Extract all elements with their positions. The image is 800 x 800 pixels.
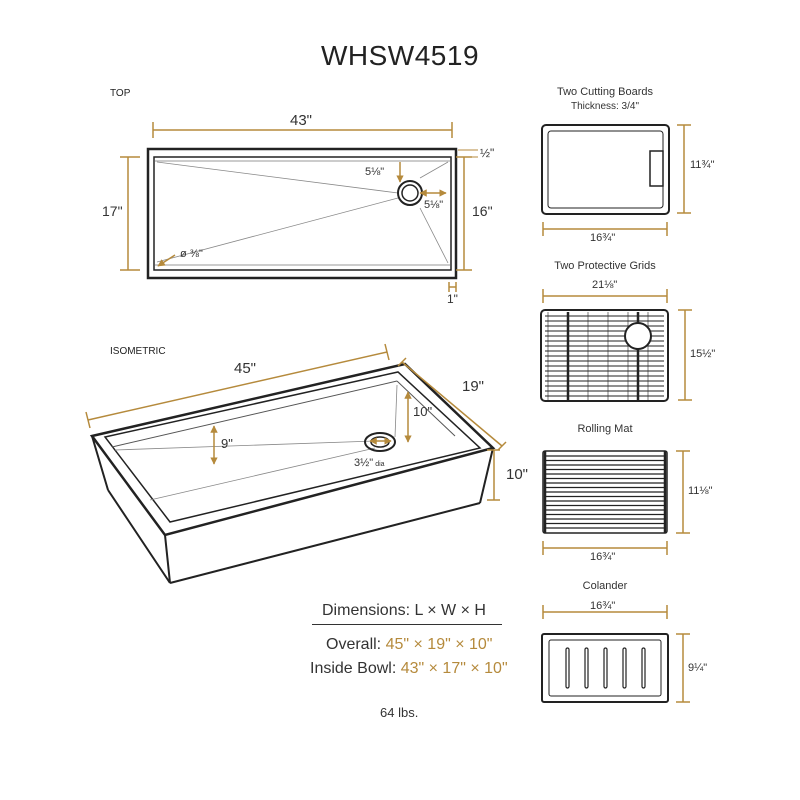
model-title: WHSW4519: [320, 40, 480, 71]
iso-drain: [364, 432, 396, 452]
top-drain-offset-h: 5⅛": [424, 199, 444, 211]
colander-width: 16¾": [590, 600, 616, 612]
top-drain-offset-v: 5⅛": [365, 166, 385, 178]
grids-height: 15½": [690, 348, 716, 360]
cutting-boards-height: 11¾": [690, 159, 715, 171]
iso-depth-back-label: 10": [413, 404, 433, 419]
cutting-board-handle-icon: [649, 150, 664, 187]
cutting-boards-subtitle: Thickness: 3/4": [570, 101, 640, 112]
iso-view-label: ISOMETRIC: [110, 346, 166, 357]
weight-label: 64 lbs.: [380, 705, 419, 720]
overall-row: Overall: 45" × 19" × 10": [326, 636, 492, 654]
colander-height: 9¼": [688, 662, 708, 674]
colander-drawing: [541, 605, 690, 703]
top-length-label: 43": [290, 112, 313, 129]
overall-label: Overall:: [326, 636, 382, 653]
summary-divider: [312, 624, 502, 625]
top-width-inner-label: 16": [472, 203, 493, 219]
dimensions-heading: Dimensions: L × W × H: [322, 602, 486, 619]
top-lip-label: ½": [480, 146, 495, 160]
iso-depth-front-label: 9": [221, 436, 233, 451]
top-view-drawing: [120, 122, 478, 292]
inside-value: 43" × 17" × 10": [400, 660, 508, 677]
cutting-board-drawing: [541, 124, 691, 236]
top-radius-label: ø ⅜": [180, 248, 203, 260]
rolling-mat-height: 11⅛": [688, 485, 713, 497]
iso-view-drawing: [85, 343, 507, 584]
top-inner-bowl: [153, 156, 452, 271]
top-outer-rim: [146, 147, 458, 280]
top-flange-label: 1": [447, 292, 458, 306]
rolling-mat-drawing: [542, 450, 690, 555]
iso-outer-rim: [89, 362, 496, 537]
iso-length-label: 45": [234, 360, 257, 377]
iso-width-label: 19": [462, 378, 485, 395]
overall-value: 45" × 19" × 10": [385, 636, 493, 653]
top-width-outer-label: 17": [102, 203, 123, 219]
iso-depth-outer-label: 10": [506, 466, 529, 483]
rolling-mat-width: 16¾": [590, 551, 616, 563]
top-view-label: TOP: [110, 88, 131, 99]
grid-drawing: [540, 289, 692, 402]
grids-width: 21⅛": [592, 279, 618, 291]
grids-title: Two Protective Grids: [554, 260, 656, 272]
cutting-boards-width: 16¾": [590, 232, 616, 244]
colander-title: Colander: [582, 580, 628, 592]
inside-label: Inside Bowl:: [310, 660, 397, 677]
cutting-boards-title: Two Cutting Boards: [557, 86, 653, 98]
iso-drain-label: 3½"dia: [354, 457, 385, 469]
grid-drain-ring: [624, 322, 652, 350]
rolling-mat-title: Rolling Mat: [577, 423, 633, 435]
inside-row: Inside Bowl: 43" × 17" × 10": [310, 660, 508, 678]
